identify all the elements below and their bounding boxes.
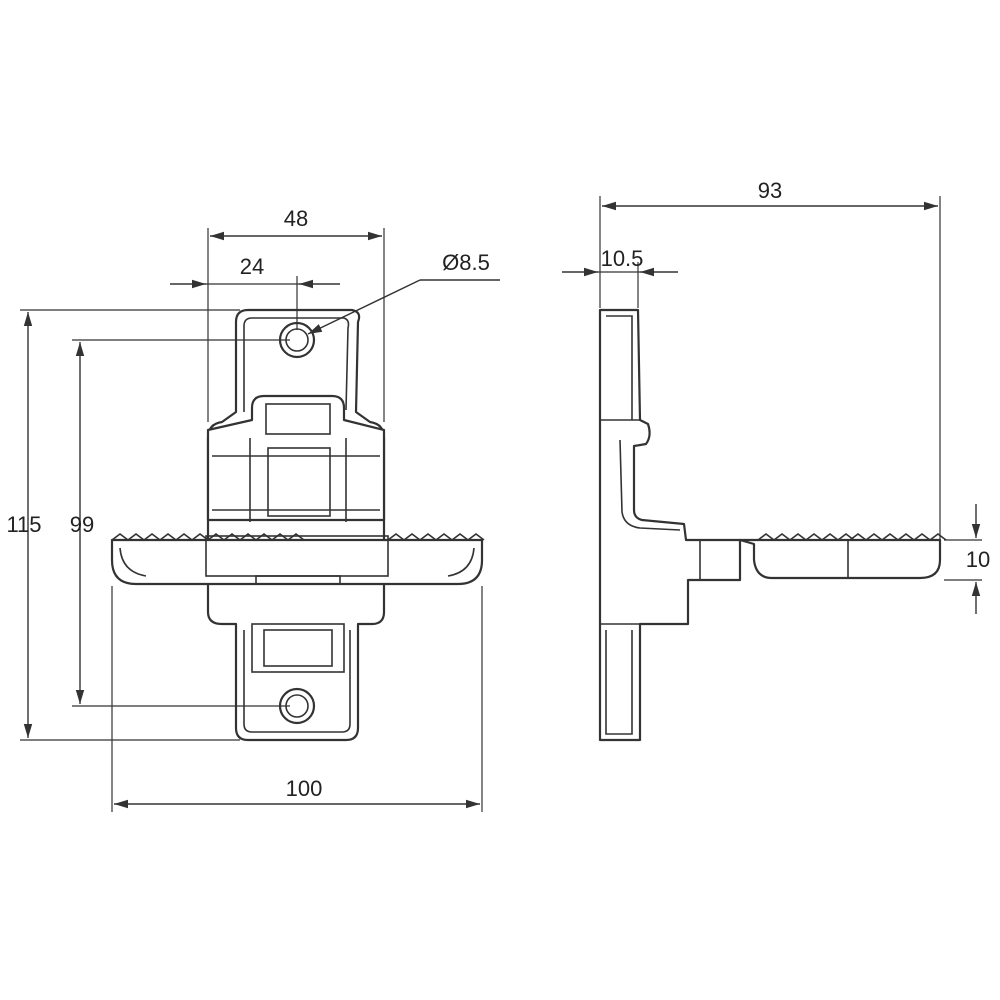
side-step-teeth — [757, 533, 947, 541]
dim-48-label: 48 — [284, 206, 308, 231]
front-bracket-plate — [206, 308, 386, 742]
side-bracket-profile — [598, 308, 742, 742]
dim-93-label: 93 — [758, 178, 782, 203]
dim-99-label: 99 — [70, 512, 94, 537]
side-dimensions: 93 10.5 10 — [562, 178, 990, 614]
front-step-curve-right — [447, 547, 475, 577]
front-lower-window — [263, 629, 333, 667]
front-block-window — [267, 447, 331, 517]
front-lower-block — [251, 623, 345, 673]
dim-dia-leader — [307, 279, 421, 335]
dim-10-5-label: 10.5 — [601, 246, 644, 271]
side-view — [598, 308, 947, 742]
dim-24-label: 24 — [240, 254, 264, 279]
dim-10-label: 10 — [966, 547, 990, 572]
side-bracket-inner — [605, 315, 681, 735]
side-step-tread — [738, 538, 942, 580]
dim-115-label: 115 — [6, 512, 41, 537]
dim-100-label: 100 — [286, 776, 323, 801]
front-step-curve-left — [119, 547, 147, 577]
front-view — [110, 308, 485, 742]
front-dimensions: 48 24 Ø8.5 115 99 100 — [6, 206, 500, 812]
dim-dia-label: Ø8.5 — [442, 250, 490, 275]
front-center-block — [206, 394, 386, 522]
front-block-window-top — [265, 403, 331, 435]
front-step-slot — [255, 575, 341, 585]
front-step-teeth — [111, 533, 485, 541]
front-step-tread — [110, 538, 484, 586]
